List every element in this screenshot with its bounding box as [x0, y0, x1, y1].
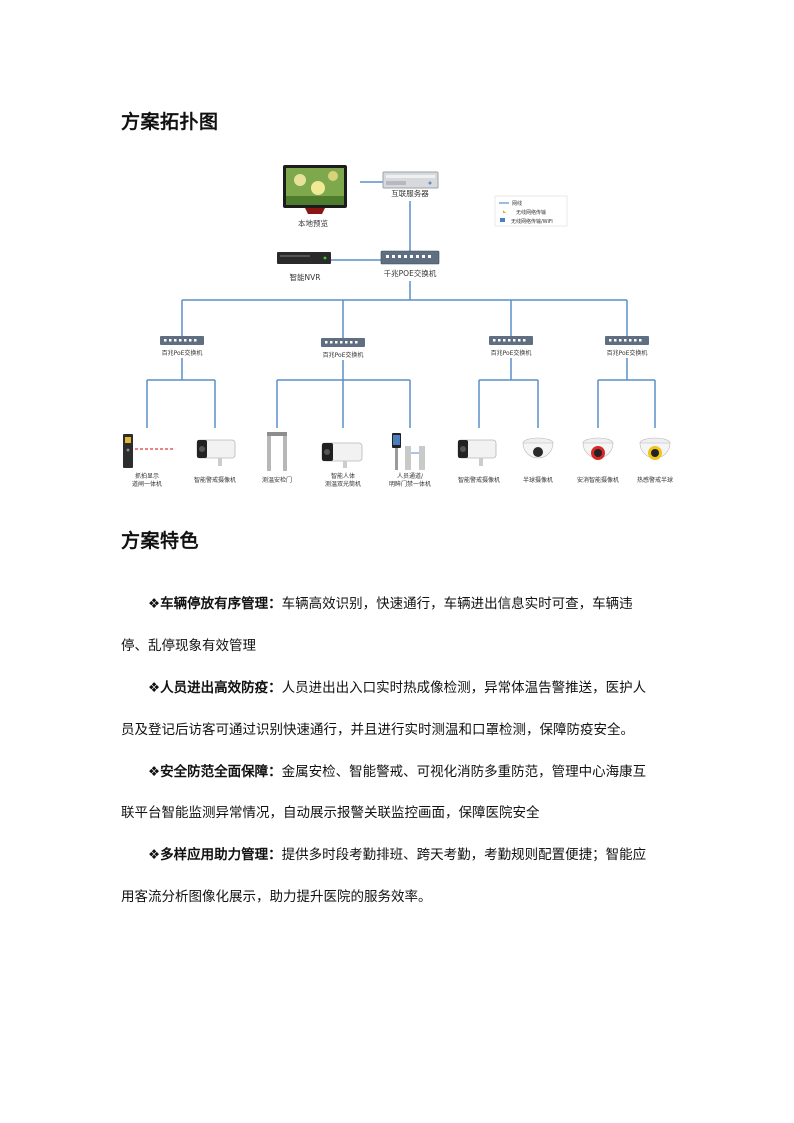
diamond-bullet-icon: ❖: [148, 680, 161, 696]
feature-title: 车辆停放有序管理：: [160, 596, 282, 612]
device-label: 抓拍显示: [135, 472, 159, 480]
nvr-icon: [277, 252, 331, 264]
dome-camera-yellow-icon: [639, 437, 671, 460]
access-switch-label: 百兆PoE交换机: [491, 349, 532, 357]
bullet-camera-icon: [457, 439, 497, 466]
device-label: 安消智能摄像机: [577, 476, 619, 484]
device-label: 测温安检门: [262, 476, 292, 484]
feature-title: 人员进出高效防疫：: [160, 680, 282, 696]
feature-text-continued: 员及登记后访客可通过识别快速通行，并且进行实时测温和口罩检测，保障防疫安全。: [121, 722, 634, 738]
server-label: 互联服务器: [391, 188, 429, 198]
network-lines: [146, 181, 656, 428]
feature-text: 车辆高效识别，快速通行，车辆进出信息实时可查，车辆违: [281, 596, 633, 612]
dome-camera-red-icon: [582, 437, 614, 460]
access-switch-label: 百兆PoE交换机: [607, 349, 648, 357]
legend: 网线 无线网络传输 无线网络传输/WiFi: [494, 195, 568, 227]
feature-paragraph: ❖安全防范全面保障：金属安检、智能警戒、可视化消防多重防范，管理中心海康互: [148, 760, 646, 780]
device-label: 智能警戒摄像机: [458, 476, 500, 484]
device-label: 半球摄像机: [523, 476, 553, 484]
bullet-camera-icon: [196, 439, 236, 466]
device-label: 道闸一体机: [132, 480, 162, 488]
thermal-bullet-camera-icon: [321, 442, 363, 468]
topology-diagram: 本地预览 互联服务器 网线 无线网络传输 无线网络传输/WiFi 智能NVR 千…: [123, 165, 673, 488]
core-switch-label: 千兆POE交换机: [384, 268, 437, 278]
legend-wired: 网线: [512, 200, 522, 207]
core-switch-icon: [380, 250, 440, 265]
legend-wireless-a: 无线网络传输: [516, 209, 546, 216]
device-label: 智能人体: [331, 472, 355, 480]
feature-text-continued: 停、乱停现象有效管理: [121, 638, 256, 654]
diamond-bullet-icon: ❖: [148, 764, 161, 780]
diamond-bullet-icon: ❖: [148, 596, 161, 612]
feature-title: 安全防范全面保障：: [160, 764, 282, 780]
feature-text: 提供多时段考勤排班、跨天考勤，考勤规则配置便捷；智能应: [281, 847, 647, 863]
access-switch-label: 百兆PoE交换机: [162, 349, 203, 357]
monitor-label: 本地预览: [298, 218, 328, 228]
access-switch-label: 百兆PoE交换机: [323, 351, 364, 359]
access-switch-3-icon: [489, 336, 533, 345]
access-switch-2-icon: [321, 338, 365, 347]
section-heading-features: 方案特色: [121, 530, 200, 552]
metal-detector-gate-icon: [267, 432, 287, 471]
device-label: 热感警戒半球: [637, 476, 673, 484]
device-label: 智能警戒摄像机: [194, 476, 236, 484]
feature-paragraph: ❖车辆停放有序管理：车辆高效识别，快速通行，车辆进出信息实时可查，车辆违: [148, 592, 633, 612]
feature-text: 人员进出出入口实时热成像检测，异常体温告警推送，医护人: [281, 680, 647, 696]
feature-text: 金属安检、智能警戒、可视化消防多重防范，管理中心海康互: [281, 764, 647, 780]
access-switch-4-icon: [605, 336, 649, 345]
nvr-label: 智能NVR: [290, 272, 321, 282]
section-heading-topology: 方案拓扑图: [121, 111, 219, 133]
diamond-bullet-icon: ❖: [148, 847, 161, 863]
feature-paragraph: ❖人员进出高效防疫：人员进出出入口实时热成像检测，异常体温告警推送，医护人: [148, 676, 646, 696]
feature-text-continued: 联平台智能监测异常情况，自动展示报警关联监控画面，保障医院安全: [121, 805, 540, 821]
feature-title: 多样应用助力管理：: [160, 847, 282, 863]
feature-paragraph: ❖多样应用助力管理：提供多时段考勤排班、跨天考勤，考勤规则配置便捷；智能应: [148, 843, 646, 863]
dome-camera-icon: [522, 437, 554, 459]
device-label: 明眸门禁一体机: [389, 480, 431, 488]
feature-text-continued: 用客流分析图像化展示，助力提升医院的服务效率。: [121, 889, 432, 905]
device-label: 人员通道/: [397, 472, 424, 480]
access-gate-icon: [392, 433, 425, 470]
server-icon: [382, 171, 439, 189]
legend-wireless-b: 无线网络传输/WiFi: [511, 218, 553, 225]
device-label: 测温双光筒机: [325, 480, 361, 488]
access-switch-1-icon: [160, 336, 204, 345]
monitor-icon: [283, 165, 347, 214]
barrier-gate-icon: [123, 434, 175, 468]
